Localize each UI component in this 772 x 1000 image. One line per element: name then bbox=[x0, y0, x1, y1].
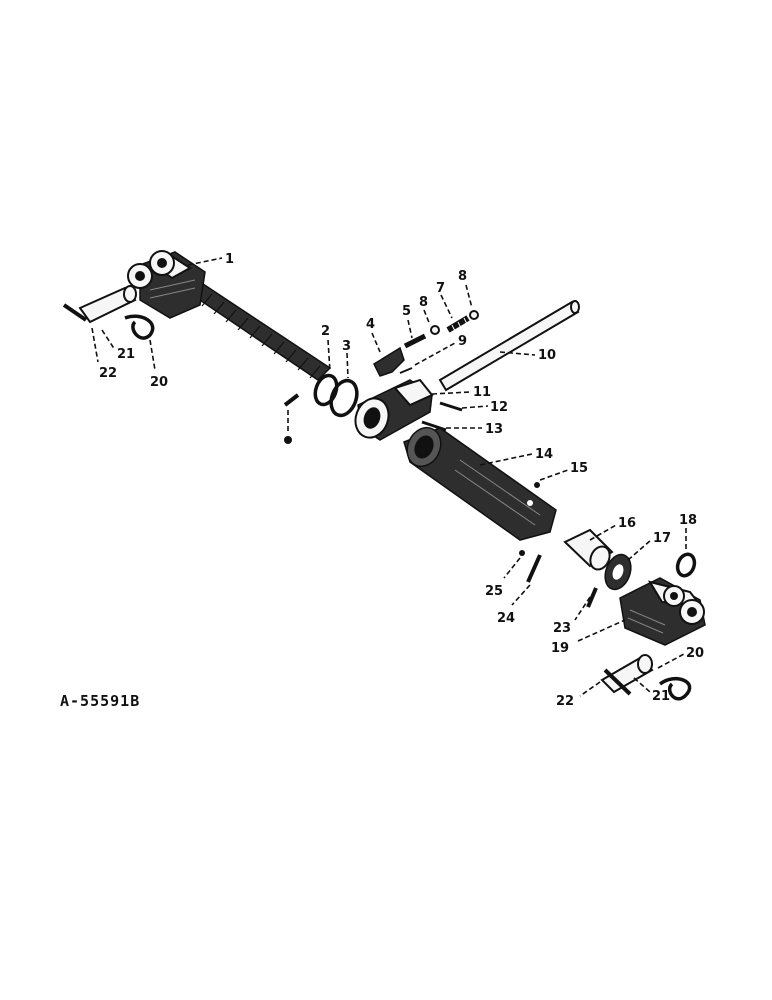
callout-12: 12 bbox=[461, 400, 508, 415]
part-2-ring bbox=[313, 373, 339, 407]
part-15-ball bbox=[534, 482, 540, 488]
part-16-pin bbox=[563, 528, 614, 571]
part-11-socket bbox=[354, 378, 434, 441]
callout-5: 5 bbox=[402, 304, 413, 339]
part-17-washer bbox=[604, 553, 632, 591]
svg-text:24: 24 bbox=[497, 611, 515, 626]
part-18-ring bbox=[675, 552, 697, 578]
part-5-pin bbox=[403, 333, 427, 349]
svg-text:9: 9 bbox=[458, 334, 467, 349]
svg-text:22: 22 bbox=[99, 366, 117, 381]
svg-text:14: 14 bbox=[535, 447, 553, 462]
callout-7: 7 bbox=[436, 281, 453, 319]
part-6-small-pin bbox=[283, 393, 300, 444]
part-12-pin bbox=[439, 401, 463, 412]
svg-text:12: 12 bbox=[490, 400, 508, 415]
svg-text:8: 8 bbox=[458, 269, 467, 284]
callout-20-left: 20 bbox=[149, 339, 168, 390]
callout-20-right: 20 bbox=[657, 646, 704, 669]
svg-text:1: 1 bbox=[225, 252, 234, 267]
svg-text:18: 18 bbox=[679, 513, 697, 528]
part-14-tube bbox=[403, 426, 557, 541]
svg-text:8: 8 bbox=[419, 295, 428, 310]
callout-22-right: 22 bbox=[556, 681, 601, 709]
callout-1: 1 bbox=[187, 252, 234, 267]
callout-4: 4 bbox=[366, 317, 381, 353]
callout-18: 18 bbox=[679, 513, 697, 552]
callout-21-left: 21 bbox=[101, 329, 135, 362]
part-20-hairpin-clip-right bbox=[658, 676, 692, 701]
drawing-id: A-55591B bbox=[60, 692, 141, 710]
svg-text:25: 25 bbox=[485, 584, 503, 599]
callout-15: 15 bbox=[539, 461, 588, 481]
callout-21-right: 21 bbox=[633, 677, 670, 704]
callout-16: 16 bbox=[589, 516, 636, 541]
callout-8-upper: 8 bbox=[458, 269, 473, 309]
part-10-rod bbox=[438, 300, 580, 392]
part-19-yoke bbox=[619, 577, 706, 646]
part-1-threaded-yoke bbox=[127, 250, 332, 381]
svg-text:22: 22 bbox=[556, 694, 574, 709]
svg-text:20: 20 bbox=[150, 375, 168, 390]
svg-text:11: 11 bbox=[473, 385, 491, 400]
part-25-ball bbox=[519, 550, 525, 556]
callout-11: 11 bbox=[431, 385, 491, 400]
callout-19: 19 bbox=[551, 619, 626, 656]
callout-8: 8 bbox=[419, 295, 431, 326]
callout-14: 14 bbox=[479, 447, 553, 466]
svg-text:17: 17 bbox=[653, 531, 671, 546]
svg-text:7: 7 bbox=[436, 281, 445, 296]
callout-10: 10 bbox=[499, 348, 556, 363]
callout-2: 2 bbox=[321, 324, 331, 373]
svg-text:23: 23 bbox=[553, 621, 571, 636]
part-7-spring bbox=[446, 315, 470, 333]
threaded-rod-threads bbox=[189, 285, 321, 379]
svg-text:16: 16 bbox=[618, 516, 636, 531]
part-8-washer bbox=[430, 325, 440, 335]
svg-text:2: 2 bbox=[321, 324, 330, 339]
svg-text:5: 5 bbox=[402, 304, 411, 319]
part-8-washer-upper bbox=[469, 310, 479, 320]
svg-text:4: 4 bbox=[366, 317, 375, 332]
svg-text:21: 21 bbox=[117, 347, 135, 362]
part-9-pin bbox=[399, 367, 413, 374]
svg-text:10: 10 bbox=[538, 348, 556, 363]
part-3-ring bbox=[329, 378, 359, 418]
part-24-pin bbox=[526, 554, 542, 583]
callout-17: 17 bbox=[627, 531, 671, 561]
callout-9: 9 bbox=[414, 334, 467, 366]
callout-23: 23 bbox=[553, 596, 591, 636]
callout-3: 3 bbox=[342, 339, 351, 379]
part-23-pin bbox=[586, 587, 598, 608]
part-21-clevis-pin-left bbox=[62, 285, 137, 324]
part-20-hairpin-clip-left bbox=[124, 314, 155, 340]
callout-24: 24 bbox=[497, 584, 531, 626]
callout-22-left: 22 bbox=[91, 327, 117, 381]
callout-25: 25 bbox=[485, 557, 521, 599]
part-21-clevis-pin-right bbox=[600, 654, 654, 696]
callout-13: 13 bbox=[446, 422, 503, 437]
svg-text:21: 21 bbox=[652, 689, 670, 704]
svg-text:19: 19 bbox=[551, 641, 569, 656]
svg-text:13: 13 bbox=[485, 422, 503, 437]
svg-text:3: 3 bbox=[342, 339, 351, 354]
svg-text:20: 20 bbox=[686, 646, 704, 661]
svg-text:15: 15 bbox=[570, 461, 588, 476]
part-4-latch bbox=[373, 346, 405, 377]
